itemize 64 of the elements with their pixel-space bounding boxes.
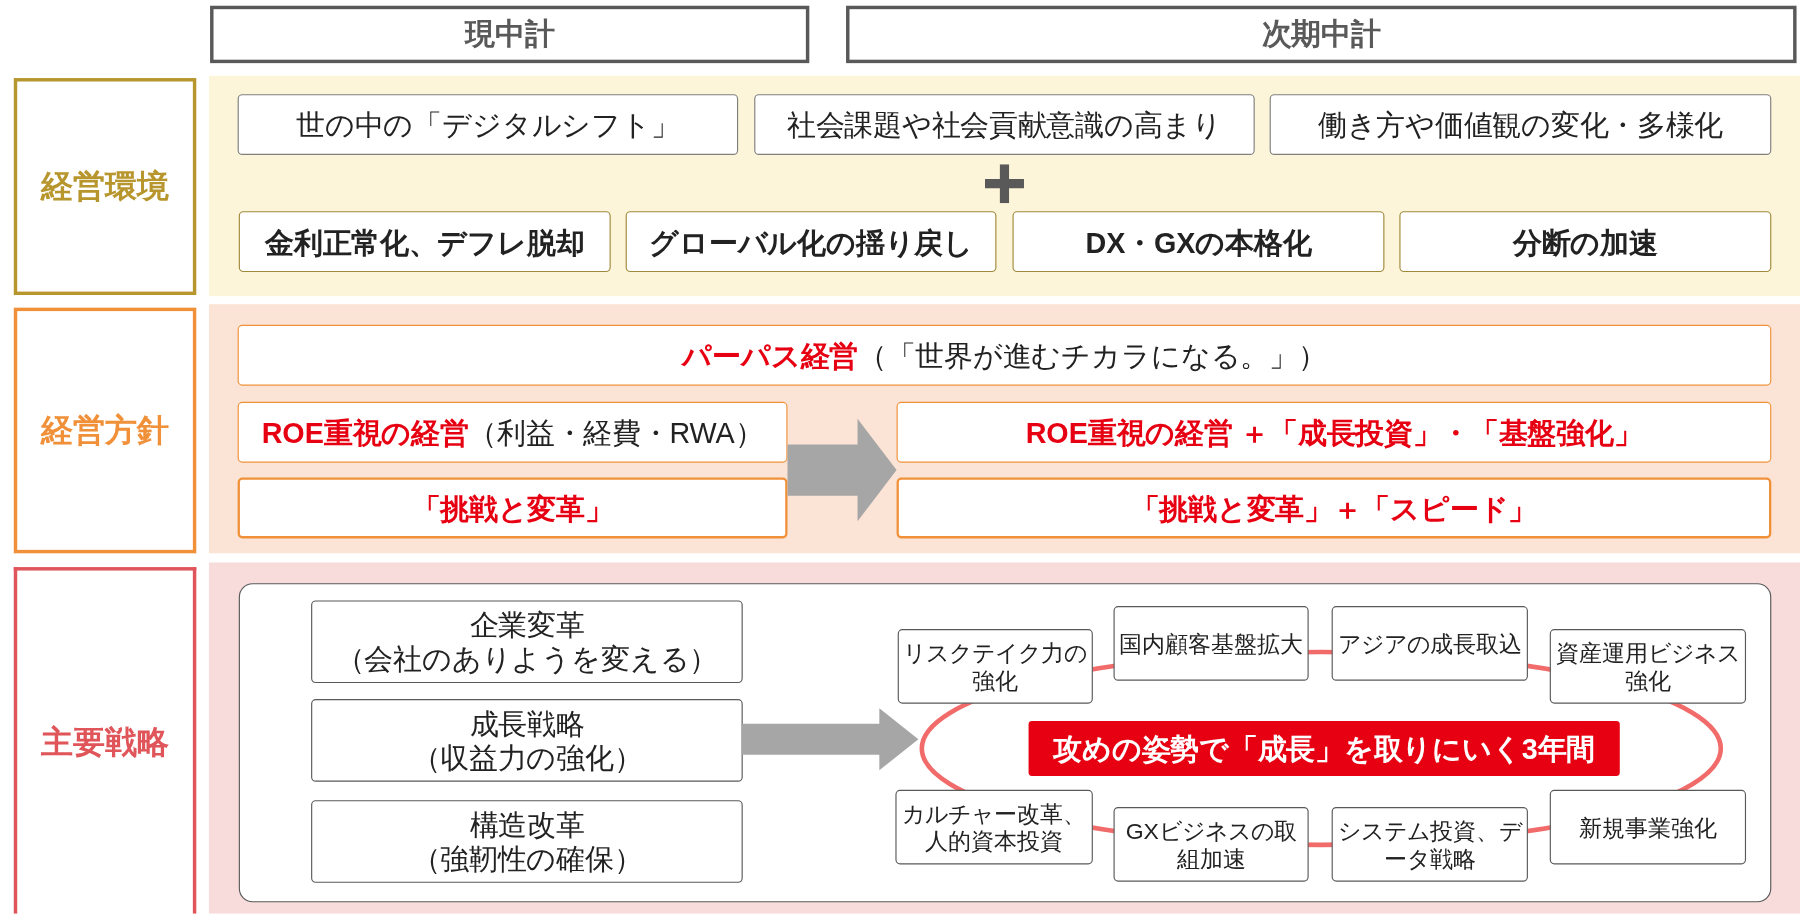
initiative-box [1331, 807, 1528, 882]
banner-text: 攻めの姿勢で「成長」を取りにいく3年間 [1053, 731, 1596, 766]
highlight-banner [1028, 720, 1620, 776]
environment-box [238, 211, 611, 273]
column-header: 次期中計 [1261, 16, 1381, 53]
policy-text: ROE重視の経営（利益・経費・RWA） [261, 415, 764, 450]
initiative-text: 国内顧客基盤拡大 [1119, 629, 1303, 658]
strategy-text: （会社のありようを変える） [335, 641, 719, 677]
policy-box [896, 401, 1772, 463]
block-arrow [741, 708, 919, 771]
column-header-box [846, 5, 1797, 64]
column-header-box [210, 5, 810, 64]
initiative-box [1113, 606, 1309, 681]
initiative-text: 資産運用ビジネス強化 [1555, 639, 1741, 694]
environment-text: DX・GXの本格化 [1085, 224, 1312, 259]
strategy-text: 構造改革 [469, 807, 585, 842]
initiative-box [1549, 789, 1747, 865]
environment-box [625, 211, 997, 273]
policy-box [237, 324, 1772, 386]
initiative-box [1549, 629, 1747, 704]
initiative-text: カルチャー改革、人的資本投資 [901, 799, 1087, 855]
policy-box [237, 401, 788, 463]
environment-box [1399, 211, 1772, 273]
environment-box [1012, 211, 1385, 273]
row-label-box [13, 567, 197, 914]
strategy-text: （収益力の強化） [411, 740, 643, 775]
strategy-text: 企業変革 [469, 607, 585, 642]
environment-box [237, 94, 739, 155]
row-label: 経営方針 [40, 411, 170, 450]
initiative-box [897, 629, 1093, 704]
initiative-text: リスクテイク力の強化 [902, 639, 1089, 694]
initiative-text: システム投資、データ戦略 [1336, 816, 1524, 872]
row-label: 経営環境 [40, 167, 170, 206]
initiative-text: アジアの成長取込 [1337, 629, 1522, 658]
strategy-panel [238, 583, 1772, 903]
environment-text: 働き方や価値観の変化・多様化 [1317, 107, 1724, 142]
policy-text: 「挑戦と変革」 [411, 490, 614, 526]
environment-box [754, 94, 1255, 155]
environment-box [1269, 94, 1772, 155]
initiative-text: GXビジネスの取組加速 [1124, 816, 1298, 872]
policy-box [237, 477, 788, 539]
initiative-text: 新規事業強化 [1579, 813, 1717, 841]
strategy-box [311, 800, 743, 883]
policy-text: パーパス経営（「世界が進むチカラになる。」） [682, 338, 1327, 373]
strategy-text: 成長戦略 [469, 706, 585, 741]
initiative-box [1113, 807, 1309, 882]
row-label-box [13, 78, 197, 296]
environment-text: グローバル化の揺り戻し [649, 224, 973, 259]
environment-text: 分断の加速 [1513, 224, 1658, 259]
initiative-box [895, 789, 1093, 865]
policy-text: ROE重視の経営 ＋「成長投資」・「基盤強化」 [1025, 415, 1643, 450]
initiative-box [1331, 606, 1528, 681]
policy-box [896, 477, 1772, 539]
strategy-box [311, 600, 743, 684]
row-label: 主要戦略 [40, 723, 170, 762]
block-arrow [787, 418, 897, 522]
policy-text: 「挑戦と変革」＋「スピード」 [1130, 490, 1538, 526]
row-label-box [13, 307, 197, 554]
column-header: 現中計 [464, 16, 555, 53]
environment-text: 金利正常化、デフレ脱却 [265, 224, 585, 259]
strategy-box [311, 699, 743, 782]
strategy-text: （強靭性の確保） [411, 841, 643, 876]
environment-text: 社会課題や社会貢献意識の高まり [786, 107, 1222, 142]
environment-text: 世の中の「デジタルシフト」 [296, 107, 680, 142]
